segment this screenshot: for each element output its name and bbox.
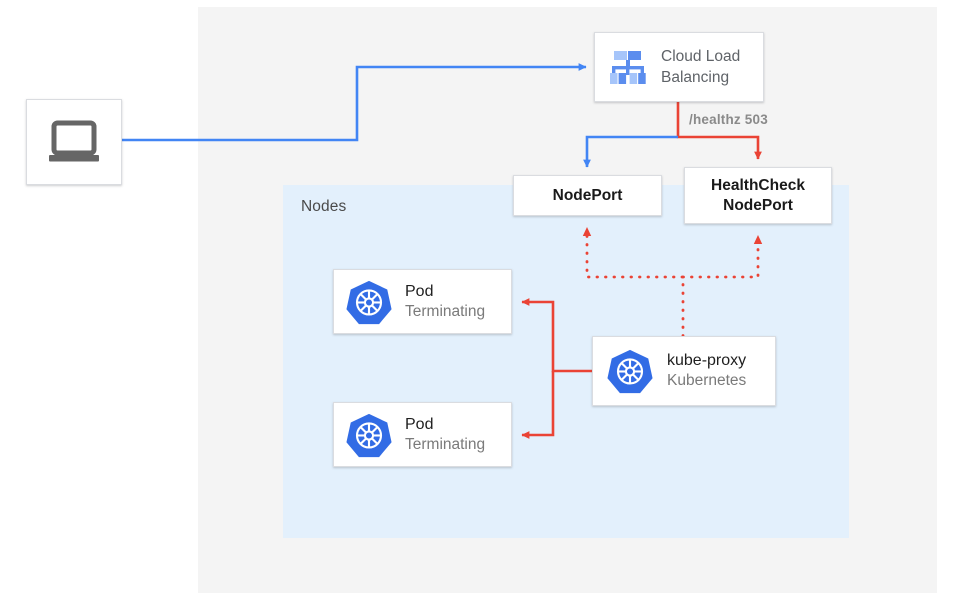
pod-card-1[interactable]: Pod Terminating [333, 269, 512, 334]
healthcheck-nodeport-card[interactable]: HealthCheck NodePort [684, 167, 832, 224]
cloud-load-balancing-icon [610, 51, 646, 84]
kubernetes-icon [346, 413, 392, 457]
kube-proxy-card[interactable]: kube-proxy Kubernetes [592, 336, 776, 406]
pod-title-2: Pod [405, 415, 434, 433]
pod-label-group-2: Pod Terminating [405, 415, 485, 455]
pod-title-1: Pod [405, 282, 434, 300]
healthcheck-line-1: HealthCheck [711, 176, 805, 194]
laptop-icon [49, 120, 99, 162]
healthcheck-line-2: NodePort [723, 196, 793, 214]
kubernetes-icon [346, 280, 392, 324]
nodes-panel-label: Nodes [301, 198, 347, 215]
kubernetes-icon [607, 349, 653, 394]
pod-status-1: Terminating [405, 302, 486, 320]
pod-status-2: Terminating [405, 435, 486, 453]
nodeport-line-1: NodePort [552, 186, 623, 204]
healthz-edge-label: /healthz 503 [689, 112, 768, 127]
clb-line-1: Cloud Load [661, 47, 741, 65]
cloud-load-balancing-card[interactable]: Cloud Load Balancing [594, 32, 764, 102]
client-laptop-card[interactable] [26, 99, 122, 185]
healthcheck-nodeport-label: HealthCheck NodePort [711, 176, 805, 216]
kube-proxy-subtitle: Kubernetes [667, 372, 747, 390]
kube-proxy-title: kube-proxy [667, 352, 747, 370]
clb-line-2: Balancing [661, 69, 730, 86]
cloud-load-balancing-label: Cloud Load Balancing [661, 46, 740, 89]
kube-proxy-label-group: kube-proxy Kubernetes [667, 351, 746, 391]
pod-card-2[interactable]: Pod Terminating [333, 402, 512, 467]
pod-label-group-1: Pod Terminating [405, 282, 485, 322]
nodeport-label: NodePort [553, 186, 623, 206]
nodeport-card[interactable]: NodePort [513, 175, 662, 216]
